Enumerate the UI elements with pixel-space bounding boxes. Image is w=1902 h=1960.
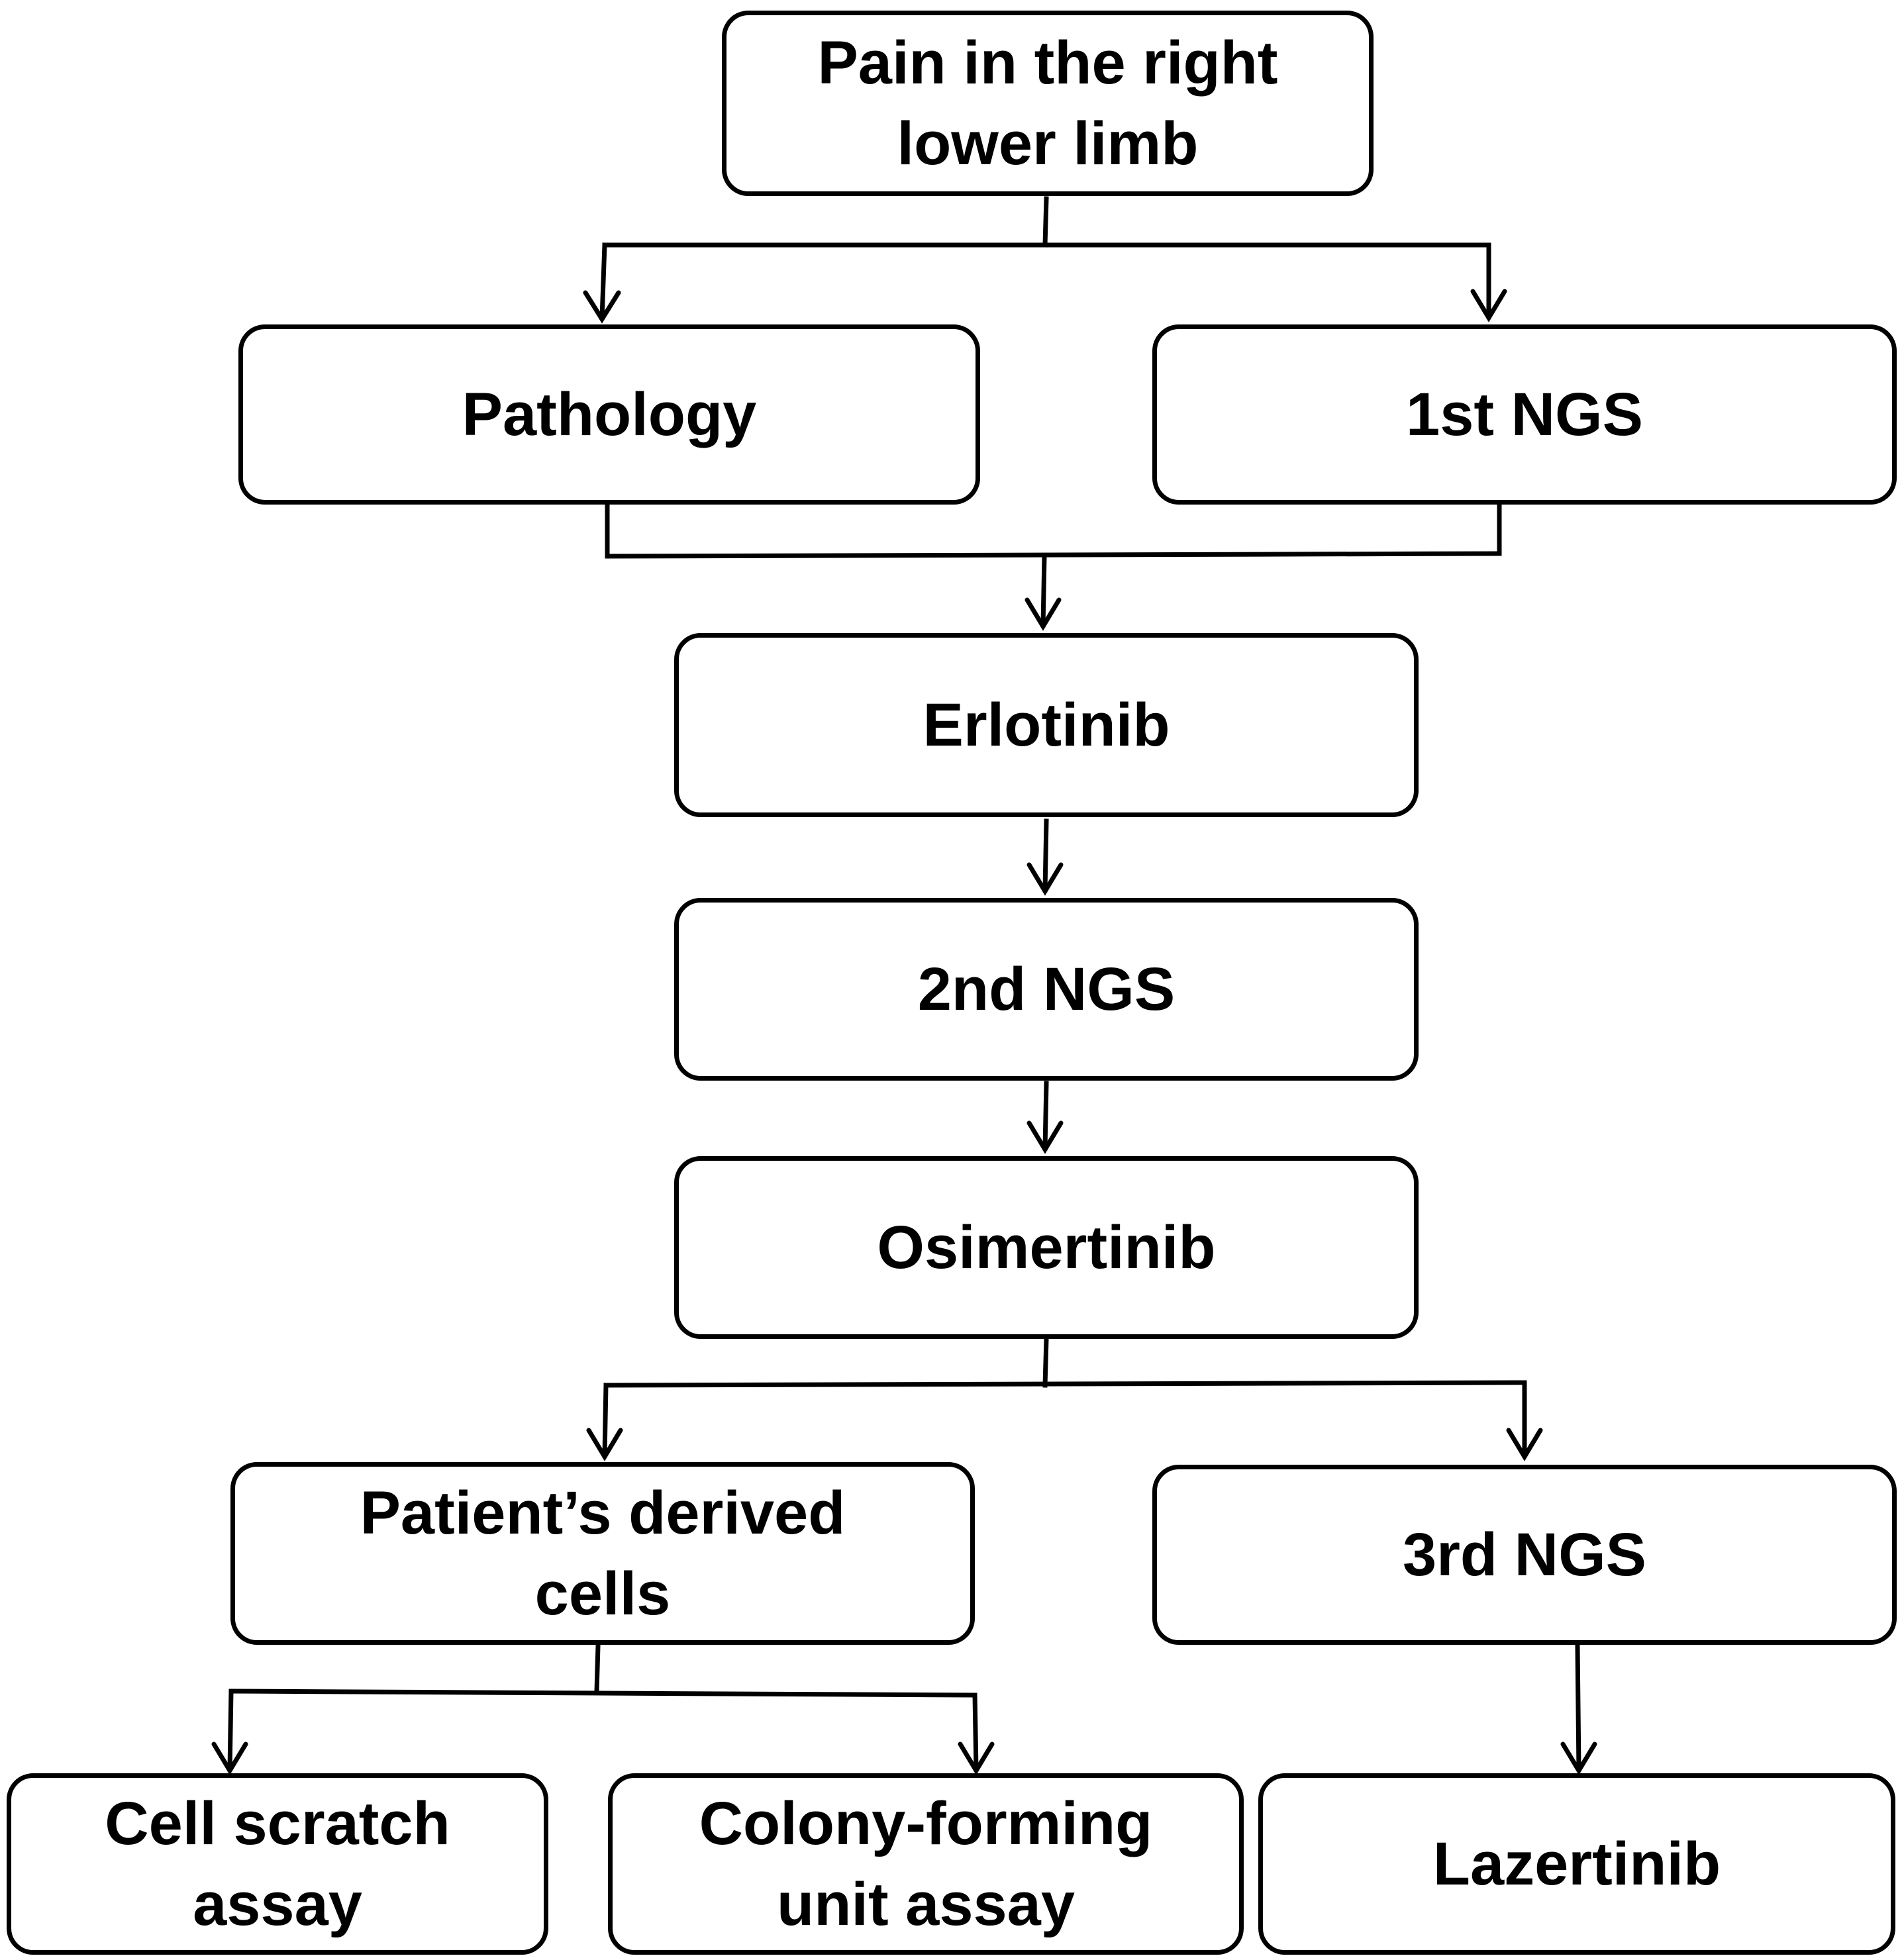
node-label: Pain in the right lower limb bbox=[817, 29, 1278, 177]
edge-pain-to-pathology-and-ngs1 bbox=[583, 196, 1507, 324]
edge-ngs2-to-osimertinib bbox=[1026, 1081, 1064, 1154]
node-label: Cell scratch assay bbox=[105, 1790, 450, 1938]
node-patient-derived-cells: Patient’s derived cells bbox=[230, 1462, 975, 1645]
node-lazertinib: Lazertinib bbox=[1258, 1773, 1895, 1955]
node-label: Erlotinib bbox=[923, 691, 1170, 759]
node-pain: Pain in the right lower limb bbox=[722, 11, 1374, 196]
node-osimertinib: Osimertinib bbox=[674, 1156, 1419, 1339]
edge-pathology-and-ngs1-to-erlotinib bbox=[605, 502, 1502, 631]
edge-osimertinib-to-pdc-and-ngs3 bbox=[586, 1336, 1543, 1461]
node-pathology: Pathology bbox=[238, 324, 980, 505]
node-label: Patient’s derived cells bbox=[360, 1479, 846, 1628]
node-label: Colony-forming unit assay bbox=[699, 1790, 1153, 1938]
edge-ngs3-to-lazertinib bbox=[1560, 1643, 1597, 1775]
node-label: Pathology bbox=[462, 381, 757, 448]
node-ngs2: 2nd NGS bbox=[674, 898, 1419, 1081]
edge-pdc-to-assays bbox=[211, 1643, 995, 1775]
node-label: Osimertinib bbox=[877, 1214, 1216, 1281]
node-label: 2nd NGS bbox=[917, 956, 1176, 1023]
node-erlotinib: Erlotinib bbox=[674, 633, 1419, 817]
node-cell-scratch-assay: Cell scratch assay bbox=[7, 1773, 548, 1955]
node-ngs3: 3rd NGS bbox=[1152, 1465, 1897, 1645]
node-colony-forming-unit-assay: Colony-forming unit assay bbox=[608, 1773, 1244, 1955]
node-label: 3rd NGS bbox=[1402, 1521, 1647, 1589]
node-label: 1st NGS bbox=[1406, 381, 1643, 448]
edge-erlotinib-to-ngs2 bbox=[1026, 818, 1064, 896]
node-ngs1: 1st NGS bbox=[1152, 324, 1897, 505]
node-label: Lazertinib bbox=[1432, 1830, 1721, 1898]
